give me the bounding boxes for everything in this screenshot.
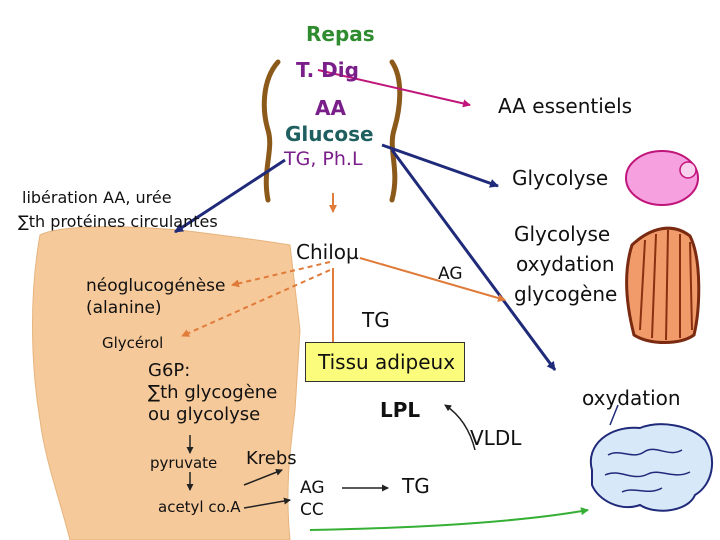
glycerol-label: Glycérol (102, 334, 164, 352)
right-bracket (389, 59, 403, 203)
gluconeogenesis-2: (alanine) (86, 298, 162, 318)
ag-cc-2: CC (300, 500, 324, 520)
arrow-oxidation-brain (609, 404, 619, 426)
rbc-glycolysis: Glycolyse (512, 166, 609, 190)
aa-essentials: AA essentiels (498, 94, 633, 118)
left-bracket (261, 59, 281, 203)
acetyl-label: acetyl co.A (158, 498, 241, 516)
digestion-label: T. Dig (296, 58, 359, 82)
krebs-label: Krebs (246, 448, 297, 469)
tg-label: TG (362, 308, 390, 332)
red-blood-cell-icon (625, 150, 699, 206)
brain-icon (589, 423, 713, 512)
ag-label: AG (438, 264, 463, 284)
nutrient-aa: AA (315, 96, 346, 120)
muscle-line-2: oxydation (516, 252, 615, 276)
liver-shape (32, 226, 301, 540)
arrow-ag-to-muscle (359, 257, 506, 302)
nutrient-tg-phl: TG, Ph.L (284, 148, 363, 170)
gluconeogenesis-1: néoglucogénèse (86, 276, 226, 296)
arrow-to-brain (309, 507, 589, 531)
muscle-icon (625, 226, 701, 344)
nutrient-glucose: Glucose (285, 122, 374, 146)
arrow-acetyl-agcc (243, 497, 291, 509)
muscle-fibers (639, 229, 693, 341)
red-blood-cell-nucleus-icon (679, 161, 697, 179)
adipose-tissue-box (305, 342, 465, 382)
g6p-1: G6P: (148, 360, 191, 381)
liver-release-2: ∑th protéines circulantes (18, 212, 218, 231)
meal-title: Repas (306, 22, 375, 46)
adipose-title: Tissu adipeux (318, 350, 456, 374)
arrow-to-rbc (381, 143, 499, 188)
lpl-label: LPL (380, 398, 421, 422)
chylo-label: Chiloµ (296, 240, 359, 264)
brain-folds (604, 448, 691, 493)
oxidation-label: oxydation (582, 386, 681, 410)
vldl-label: VLDL (470, 426, 522, 450)
arrow-krebs (243, 468, 283, 486)
muscle-line-3: glycogène (514, 282, 618, 306)
arrow-to-glycerol (181, 269, 331, 337)
arrow-to-gluconeogenesis (231, 261, 331, 288)
tg2-label: TG (402, 474, 430, 498)
g6p-3: ou glycolyse (148, 404, 261, 425)
liver-release-1: libération AA, urée (22, 188, 172, 207)
ag-cc-1: AG (300, 478, 325, 498)
arrow-to-liver (174, 158, 286, 234)
arrow-aa-essentials (317, 69, 471, 108)
g6p-2: ∑th glycogène (148, 382, 278, 403)
pyruvate-label: pyruvate (150, 454, 218, 472)
muscle-line-1: Glycolyse (514, 222, 611, 246)
arrow-vldl-lpl (444, 404, 476, 451)
arrow-to-muscle (390, 149, 557, 371)
